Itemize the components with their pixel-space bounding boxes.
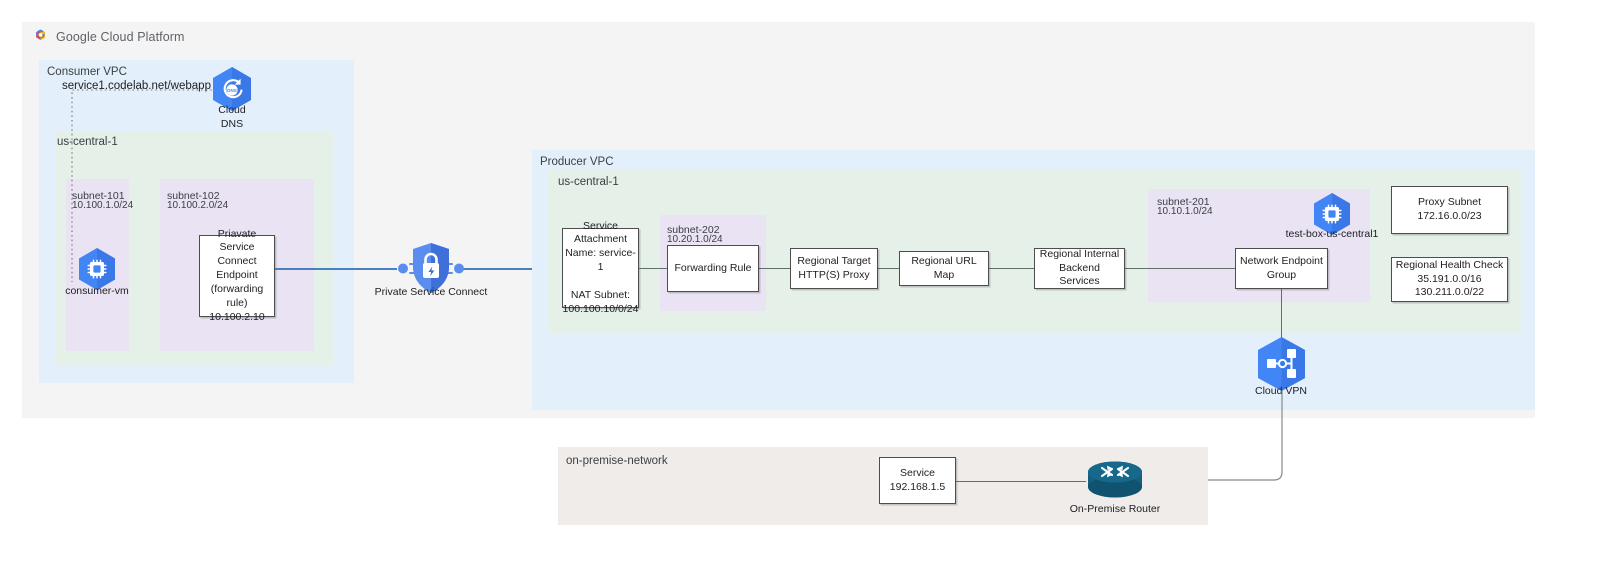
regional-url-map-node[interactable]: Regional URL Map (899, 251, 989, 286)
subnet-102-name: subnet-102 (167, 190, 220, 202)
cloud-vpn-label: Cloud VPN (1255, 385, 1307, 397)
forwarding-rule-node[interactable]: Forwarding Rule (667, 245, 759, 292)
subnet-202-name: subnet-202 (667, 224, 720, 236)
psc-link-right (463, 268, 563, 270)
producer-vpc-label: Producer VPC (540, 156, 614, 168)
psc-endpoint-text: Priavate Service Connect Endpoint (forwa… (209, 227, 265, 323)
subnet-202-cidr: 10.20.1.0/24 (667, 234, 723, 245)
compute-engine-icon-test-box (1312, 192, 1352, 241)
forwarding-rule-text: Forwarding Rule (674, 261, 752, 274)
link-service-to-router (956, 481, 1086, 482)
google-cloud-logo-icon (32, 28, 49, 45)
compute-engine-icon-consumer-vm (77, 247, 117, 296)
network-endpoint-group-text: Network Endpoint Group (1240, 254, 1323, 281)
on-premise-router-icon (1085, 460, 1145, 507)
regional-target-proxy-node[interactable]: Regional Target HTTP(S) Proxy (790, 248, 878, 289)
test-box-label: test-box-us-central1 (1285, 228, 1379, 240)
link-sa-to-fr (639, 268, 667, 269)
link-vpn-to-onprem-router (1138, 390, 1283, 481)
producer-region-label: us-central-1 (558, 176, 619, 188)
on-premise-service-node[interactable]: Service 192.168.1.5 (879, 457, 956, 504)
subnet-201-name: subnet-201 (1157, 196, 1210, 208)
dns-hostname-label: service1.codelab.net/webapp (62, 80, 211, 92)
gcp-brand-title: Google Cloud Platform (56, 29, 185, 44)
dns-query-path (178, 89, 218, 91)
subnet-102-cidr: 10.100.2.0/24 (167, 200, 229, 211)
regional-health-check-text: Regional Health Check 35.191.0.0/16 130.… (1395, 258, 1504, 299)
on-premise-service-text: Service 192.168.1.5 (889, 466, 946, 493)
link-neg-to-vpn (1281, 289, 1282, 340)
private-service-connect-label: Private Service Connect (374, 286, 488, 298)
on-premise-network-label: on-premise-network (566, 455, 668, 467)
service-attachment-node[interactable]: Service Attachment Name: service-1 NAT S… (562, 220, 639, 315)
regional-health-check-node[interactable]: Regional Health Check 35.191.0.0/16 130.… (1391, 257, 1508, 302)
dns-resolution-path (71, 89, 180, 282)
gcp-brand: Google Cloud Platform (32, 28, 185, 45)
proxy-subnet-text: Proxy Subnet 172.16.0.0/23 (1417, 196, 1482, 222)
svg-text:DNS: DNS (227, 88, 237, 93)
on-premise-router-label: On-Premise Router (1069, 503, 1161, 515)
cloud-dns-icon: DNS (211, 66, 253, 117)
regional-backend-services-node[interactable]: Regional Internal Backend Services (1034, 248, 1125, 289)
subnet-101-cidr: 10.100.1.0/24 (72, 200, 134, 211)
regional-target-proxy-text: Regional Target HTTP(S) Proxy (797, 254, 871, 281)
subnet-101-name: subnet-101 (72, 190, 125, 202)
network-endpoint-group-node[interactable]: Network Endpoint Group (1235, 248, 1328, 289)
consumer-vm-label: consumer-vm (65, 285, 129, 297)
regional-url-map-text: Regional URL Map (911, 254, 977, 281)
link-urlmap-to-backend (989, 268, 1034, 269)
psc-link-left (275, 268, 397, 270)
cloud-dns-label: Cloud DNS (218, 104, 246, 130)
proxy-subnet-node[interactable]: Proxy Subnet 172.16.0.0/23 (1391, 186, 1508, 234)
service-attachment-text: Service Attachment Name: service-1 NAT S… (562, 219, 639, 315)
psc-endpoint-node[interactable]: Priavate Service Connect Endpoint (forwa… (199, 228, 275, 323)
subnet-201-cidr: 10.10.1.0/24 (1157, 206, 1213, 217)
link-proxy-to-urlmap (878, 268, 899, 269)
link-fr-to-proxy (759, 268, 790, 269)
link-backend-to-neg (1125, 268, 1235, 269)
regional-backend-services-text: Regional Internal Backend Services (1039, 247, 1120, 288)
cloud-vpn-icon (1255, 336, 1308, 397)
private-service-connect-shield-icon (396, 239, 466, 302)
consumer-vpc-label: Consumer VPC (47, 66, 127, 78)
